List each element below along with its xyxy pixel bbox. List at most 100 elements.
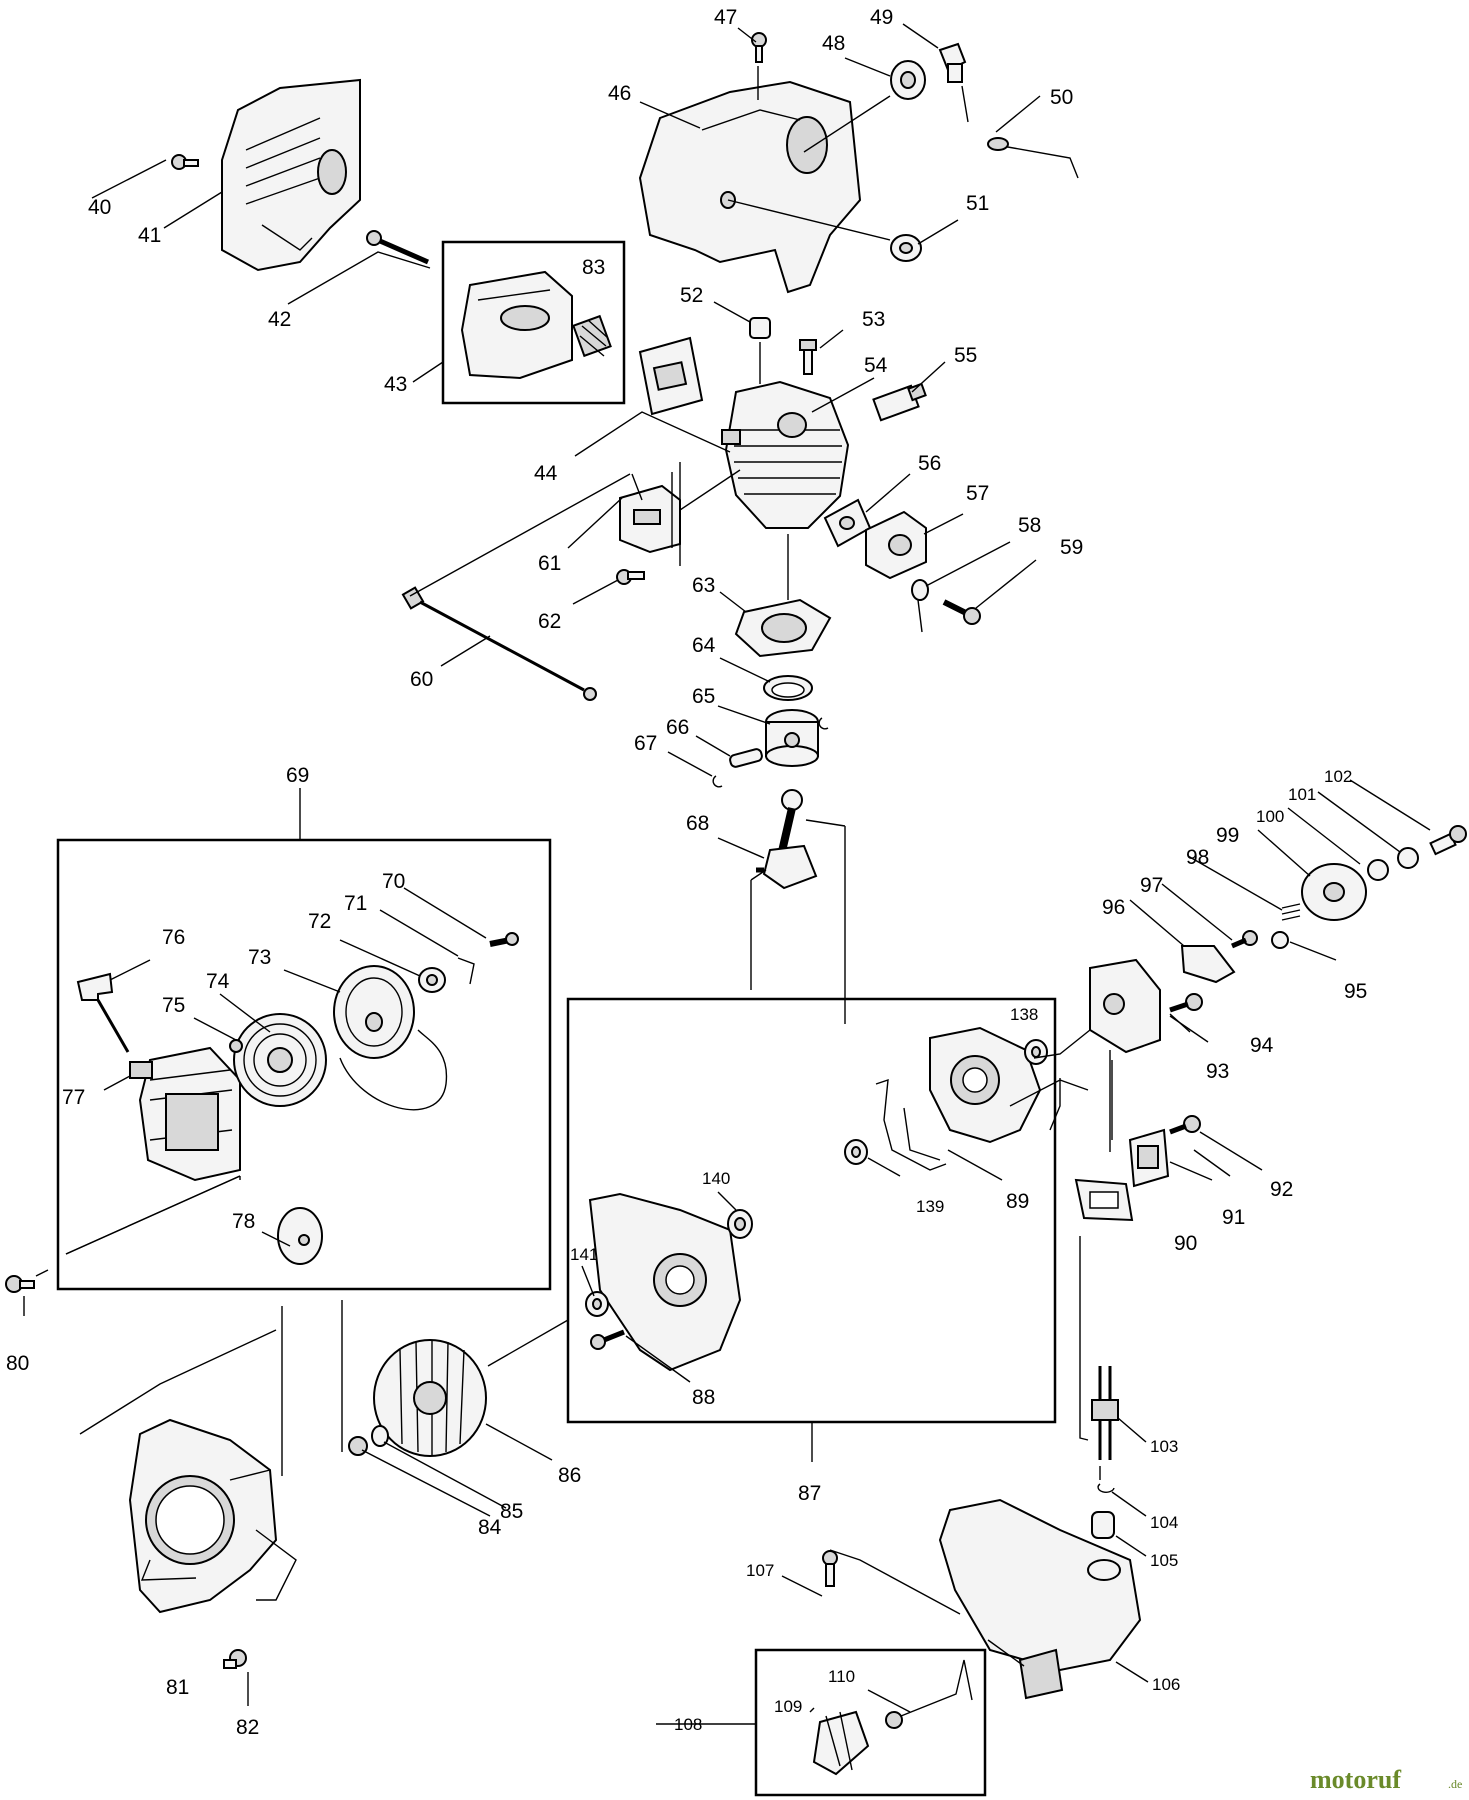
label-46: 46 <box>608 82 631 105</box>
label-106: 106 <box>1152 1675 1180 1694</box>
label-91: 91 <box>1222 1206 1245 1229</box>
label-92: 92 <box>1270 1178 1293 1201</box>
label-73: 73 <box>248 946 271 969</box>
screw-88-part <box>590 1329 625 1350</box>
label-77: 77 <box>62 1086 85 1109</box>
muffler-gasket-part <box>638 336 704 416</box>
grommet-51-part <box>890 234 922 262</box>
grommet-48-part <box>890 60 926 100</box>
label-138: 138 <box>1010 1005 1038 1024</box>
watermark-brand: motoruf <box>1310 1765 1401 1794</box>
label-56: 56 <box>918 452 941 475</box>
recoil-starter-box <box>56 838 552 1291</box>
piston-pin-part <box>729 748 763 768</box>
label-110: 110 <box>828 1667 855 1686</box>
label-109: 109 <box>774 1697 802 1716</box>
label-49: 49 <box>870 6 893 29</box>
clip-104-part <box>1097 1483 1115 1493</box>
piston-part <box>765 709 819 767</box>
starter-handle-part <box>76 972 130 1053</box>
label-76: 76 <box>162 926 185 949</box>
plate-96-part <box>1180 945 1236 984</box>
ratchet-78-part <box>277 1207 323 1265</box>
label-41: 41 <box>138 224 161 247</box>
label-78: 78 <box>232 1210 255 1233</box>
label-52: 52 <box>680 284 703 307</box>
label-82: 82 <box>236 1716 259 1739</box>
label-141: 141 <box>570 1245 598 1264</box>
label-55: 55 <box>954 344 977 367</box>
muffler-part <box>460 270 573 380</box>
starter-spring-part <box>229 1013 327 1107</box>
engine-top-cover-part <box>638 80 862 294</box>
label-72: 72 <box>308 910 331 933</box>
label-42: 42 <box>268 308 291 331</box>
label-140: 140 <box>702 1169 730 1188</box>
label-81: 81 <box>166 1676 189 1699</box>
washer-72-part <box>418 967 446 993</box>
bolt-94-part <box>1169 993 1203 1013</box>
label-94: 94 <box>1250 1034 1274 1057</box>
label-103: 103 <box>1150 1437 1178 1456</box>
label-101: 101 <box>1288 785 1316 804</box>
label-50: 50 <box>1050 86 1073 109</box>
label-87: 87 <box>798 1482 821 1505</box>
starter-pulley-part <box>333 965 415 1059</box>
label-102: 102 <box>1324 767 1352 786</box>
damper-52-part <box>749 317 771 339</box>
insulator-part <box>865 510 927 580</box>
label-48: 48 <box>822 32 845 55</box>
label-70: 70 <box>382 870 405 893</box>
label-75: 75 <box>162 994 185 1017</box>
crankcase-gasket-part <box>875 1078 947 1171</box>
label-51: 51 <box>966 192 989 215</box>
label-53: 53 <box>862 308 885 331</box>
label-88: 88 <box>692 1386 715 1409</box>
screw-62-part <box>616 569 645 585</box>
label-71: 71 <box>344 892 367 915</box>
gasket-90-part <box>1074 1178 1134 1222</box>
clip-71-part <box>457 957 475 985</box>
spark-screen-part <box>572 314 612 358</box>
washer-100-part <box>1367 859 1389 881</box>
crankcase-half-left-part <box>588 1192 742 1372</box>
label-83: 83 <box>582 256 605 279</box>
label-43: 43 <box>384 373 407 396</box>
seal-141-part <box>585 1291 609 1317</box>
label-60: 60 <box>410 668 433 691</box>
seal-138-part <box>1024 1039 1048 1065</box>
bolt-59-part <box>942 599 981 625</box>
label-104: 104 <box>1150 1513 1178 1532</box>
label-67: 67 <box>634 732 657 755</box>
seal-140-part <box>727 1209 753 1239</box>
label-68: 68 <box>686 812 709 835</box>
label-62: 62 <box>538 610 561 633</box>
ignition-coil-part <box>619 462 681 566</box>
bolt-97-part <box>1231 930 1258 949</box>
label-57: 57 <box>966 482 989 505</box>
cylinder-gasket-part <box>734 598 832 658</box>
leader-lines <box>23 23 1431 1725</box>
label-100: 100 <box>1256 807 1284 826</box>
label-80: 80 <box>6 1352 29 1375</box>
cap-strap-110-part <box>885 1659 973 1729</box>
screw-80-part <box>5 1275 35 1293</box>
label-61: 61 <box>538 552 561 575</box>
label-90: 90 <box>1174 1232 1197 1255</box>
screw-47-part <box>751 32 767 63</box>
cylinder-part <box>721 380 850 529</box>
screw-107-part <box>822 1550 838 1587</box>
label-40: 40 <box>88 196 111 219</box>
label-74: 74 <box>206 970 230 993</box>
nut-84-part <box>348 1436 368 1456</box>
label-66: 66 <box>666 716 689 739</box>
plug-cap-part <box>938 42 967 83</box>
label-47: 47 <box>714 6 737 29</box>
bolt-102-part <box>1429 825 1467 856</box>
label-54: 54 <box>864 354 888 377</box>
fuel-cap-box <box>754 1648 987 1797</box>
washer-95-part <box>1271 931 1289 949</box>
muffler-cover-part <box>221 78 361 272</box>
muffler-kit-box <box>441 240 626 405</box>
clutch-plate-93-part <box>1089 958 1161 1054</box>
